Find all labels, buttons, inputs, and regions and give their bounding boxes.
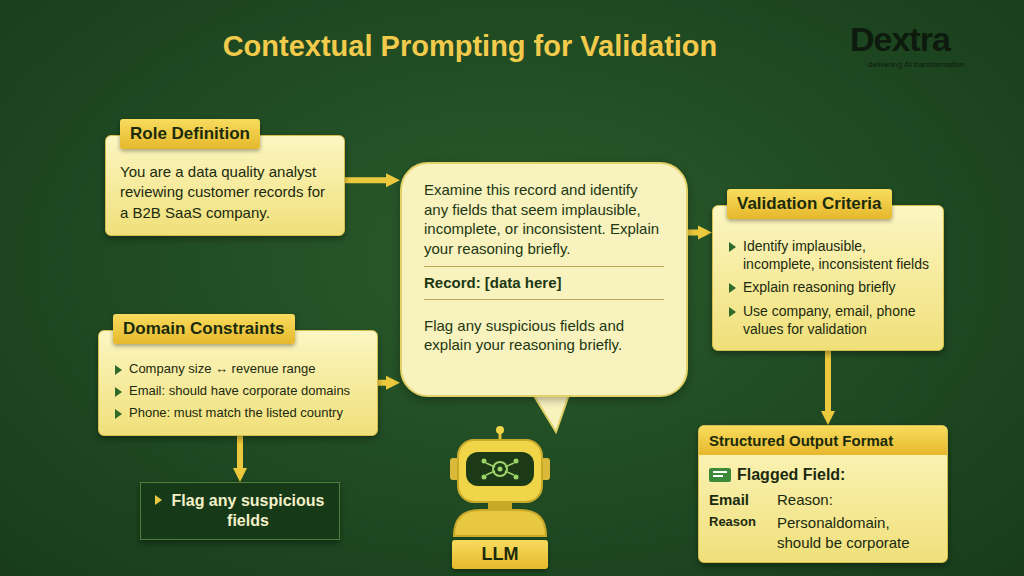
prompt-bubble: Examine this record and identify any fie… bbox=[400, 162, 688, 397]
constraints-box: Domain ConstraintsCompany size ↔ revenue… bbox=[98, 330, 378, 436]
bullet-text: Identify implausible, incomplete, incons… bbox=[727, 237, 929, 273]
box-heading: Validation Criteria bbox=[727, 189, 892, 219]
diagram-title: Contextual Prompting for Validation bbox=[150, 30, 790, 63]
logo-tagline: delivering AI transformation bbox=[868, 60, 965, 69]
prompt-text: Flag any suspicious fields and explain y… bbox=[424, 316, 664, 355]
bullet-text: Email: should have corporate domains bbox=[113, 382, 363, 401]
criteria-box: Validation CriteriaIdentify implausible,… bbox=[712, 205, 944, 351]
llm-label: LLM bbox=[452, 540, 548, 569]
bullet-text: Use company, email, phone values for val… bbox=[727, 302, 929, 338]
output-box: Structured Output FormatFlagged Field: Em… bbox=[698, 425, 948, 563]
flag-box: Flag any suspicious fields bbox=[140, 482, 340, 540]
flow-arrow bbox=[825, 351, 831, 411]
box-heading: Role Definition bbox=[120, 119, 260, 149]
box-text: Flag any suspicious fields bbox=[153, 491, 327, 531]
robot-icon bbox=[450, 426, 550, 536]
bullet-text: Explain reasoning briefly bbox=[727, 278, 929, 296]
flow-arrow bbox=[688, 230, 698, 236]
box-heading: Structured Output Format bbox=[699, 426, 947, 455]
field-name: Email bbox=[709, 490, 771, 510]
logo-text: Dextra bbox=[850, 20, 950, 59]
box-text: You are a data quality analyst reviewing… bbox=[120, 162, 330, 223]
role-box: Role DefinitionYou are a data quality an… bbox=[105, 135, 345, 236]
field-heading: Flagged Field: bbox=[709, 465, 937, 486]
field-value: Personaldomain, should be corporate bbox=[777, 513, 937, 552]
record-text: Record: [data here] bbox=[424, 267, 664, 300]
flow-arrow bbox=[237, 436, 243, 468]
bullet-text: Phone: must match the listed country bbox=[113, 404, 363, 423]
flow-arrow bbox=[345, 177, 386, 183]
flow-arrow bbox=[378, 380, 386, 386]
field-value: Reason: bbox=[777, 490, 937, 510]
box-text: LLM bbox=[458, 544, 542, 565]
bullet-text: Company size ↔ revenue range bbox=[113, 360, 363, 379]
box-heading: Domain Constraints bbox=[113, 314, 295, 344]
field-name: Reason bbox=[709, 513, 771, 532]
prompt-text: Examine this record and identify any fie… bbox=[424, 180, 664, 267]
